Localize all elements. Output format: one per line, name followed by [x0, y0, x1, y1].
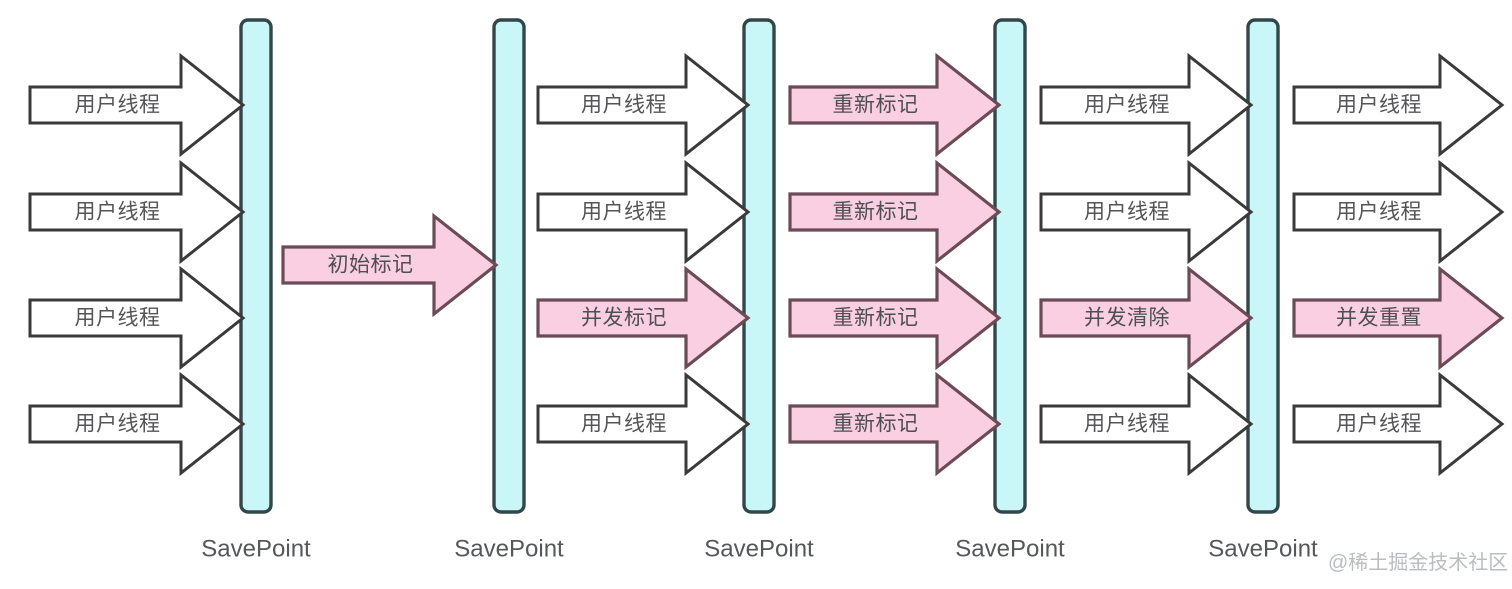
user-thread-arrow [1292, 52, 1505, 158]
user-thread-arrow-label: 用户线程 [1336, 94, 1422, 117]
savepoint-bar [1246, 18, 1280, 514]
savepoint-bar [239, 18, 273, 514]
gc-phase-arrow [788, 371, 1002, 477]
savepoint-bar [742, 18, 776, 514]
gc-phase-arrow-label: 初始标记 [328, 254, 414, 277]
savepoint-label: SavePoint [454, 536, 564, 563]
user-thread-arrow-label: 用户线程 [1084, 413, 1170, 436]
user-thread-arrow-label: 用户线程 [581, 94, 667, 117]
user-thread-arrow-label: 用户线程 [1084, 201, 1170, 224]
user-thread-arrow [1292, 371, 1505, 477]
user-thread-arrow-label: 用户线程 [75, 201, 161, 224]
user-thread-arrow [1292, 159, 1505, 265]
savepoint-label: SavePoint [704, 536, 814, 563]
user-thread-arrow-label: 用户线程 [581, 201, 667, 224]
savepoint-label: SavePoint [201, 536, 311, 563]
user-thread-arrow-label: 用户线程 [1084, 94, 1170, 117]
user-thread-arrow-label: 用户线程 [1336, 413, 1422, 436]
user-thread-arrow-label: 用户线程 [75, 413, 161, 436]
arrows-group: 用户线程用户线程用户线程用户线程初始标记用户线程用户线程并发标记用户线程重新标记… [28, 52, 1505, 477]
user-thread-arrow [28, 371, 246, 477]
user-thread-arrow [28, 265, 246, 371]
gc-phase-arrow-label: 重新标记 [833, 307, 919, 330]
savepoint-label: SavePoint [1208, 536, 1318, 563]
savepoint-label: SavePoint [955, 536, 1065, 563]
user-thread-arrow [1039, 52, 1254, 158]
gc-phase-arrow [788, 52, 1002, 158]
gc-phase-arrow-label: 并发重置 [1336, 307, 1422, 330]
savepoint-bar [492, 18, 526, 514]
gc-phase-arrow [281, 212, 499, 318]
gc-phase-arrow-label: 并发清除 [1084, 307, 1170, 330]
gc-phase-arrow [788, 265, 1002, 371]
user-thread-arrow [536, 52, 751, 158]
gc-phase-arrow-label: 重新标记 [833, 413, 919, 436]
savepoint-bar [993, 18, 1027, 514]
user-thread-arrow [536, 159, 751, 265]
watermark-group: @稀土掘金技术社区 [1328, 551, 1508, 574]
user-thread-arrow [28, 159, 246, 265]
gc-phase-arrow [1039, 265, 1254, 371]
watermark-label: @稀土掘金技术社区 [1328, 551, 1508, 574]
savepoint-labels-group: SavePoint SavePoint SavePoint SavePoint Save… [201, 536, 1318, 563]
user-thread-arrow [1039, 159, 1254, 265]
user-thread-arrow [1039, 371, 1254, 477]
gc-phase-arrow [788, 159, 1002, 265]
user-thread-arrow [28, 52, 246, 158]
user-thread-arrow-label: 用户线程 [581, 413, 667, 436]
gc-phase-arrow [536, 265, 751, 371]
gc-phase-arrow [1292, 265, 1505, 371]
savepoint-bars-group [239, 18, 1280, 514]
user-thread-arrow-label: 用户线程 [75, 94, 161, 117]
user-thread-arrow-label: 用户线程 [1336, 201, 1422, 224]
user-thread-arrow [536, 371, 751, 477]
gc-phase-arrow-label: 重新标记 [833, 201, 919, 224]
gc-phase-arrow-label: 并发标记 [581, 307, 667, 330]
gc-phase-arrow-label: 重新标记 [833, 94, 919, 117]
user-thread-arrow-label: 用户线程 [75, 307, 161, 330]
